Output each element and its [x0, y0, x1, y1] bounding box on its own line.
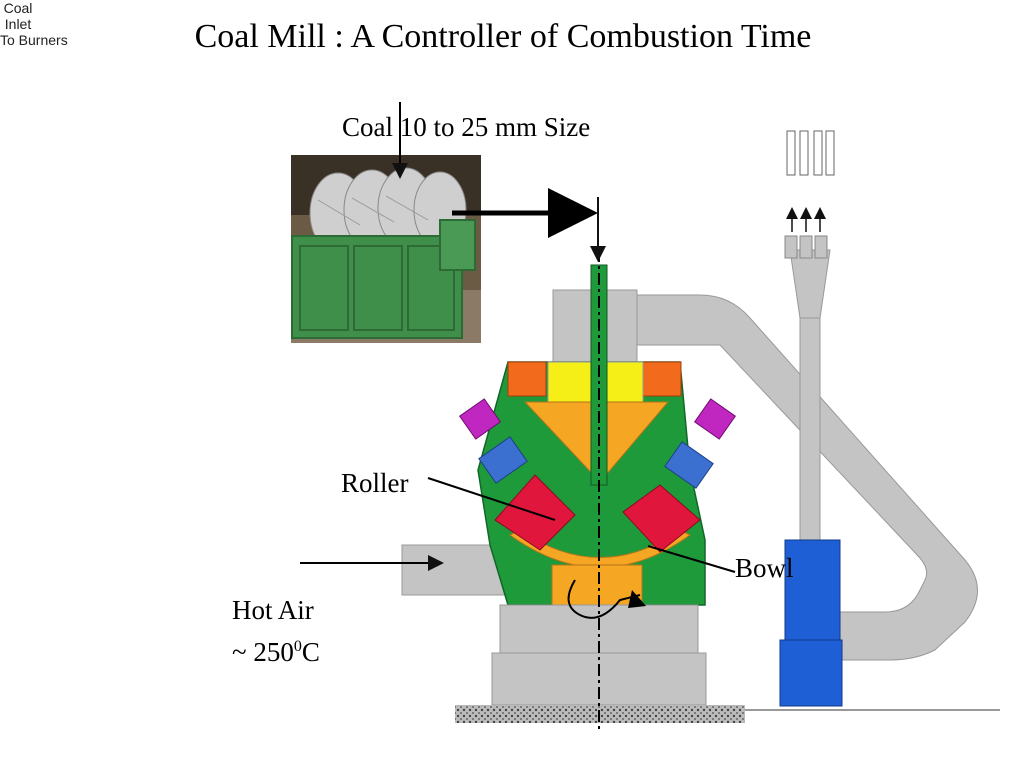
coal-inlet-line1: Coal — [3, 0, 33, 16]
rotation-arrow — [567, 579, 641, 619]
coal-inlet-line2: Inlet — [4, 16, 32, 32]
slide-title: Coal Mill : A Controller of Combustion T… — [194, 18, 812, 55]
hot-air-temp-unit: C — [301, 637, 320, 667]
bowl-label: Bowl — [735, 553, 794, 583]
hot-air-temp-degree: 0 — [293, 638, 302, 655]
separator — [730, 539, 1000, 711]
hot-air-temp: ~ 2500C — [232, 637, 320, 668]
to-burners-label: To Burners — [0, 32, 68, 48]
coal-feeder-photo — [291, 155, 481, 343]
bowl-leader — [647, 545, 736, 573]
hot-air-label: Hot Air — [232, 595, 314, 625]
outlet-duct — [635, 294, 978, 661]
coal-inlet-label: Coal Inlet — [0, 0, 36, 32]
hot-air-temp-value: ~ 250 — [232, 637, 294, 667]
roller-leader — [427, 477, 556, 521]
coal-size-label: Coal 10 to 25 mm Size — [342, 112, 591, 142]
roller-label: Roller — [341, 468, 409, 498]
burner-pipe — [784, 130, 835, 544]
